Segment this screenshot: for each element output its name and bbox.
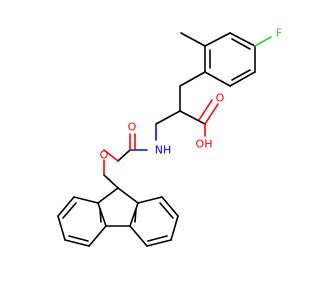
carbamate-group	[103, 133, 148, 189]
fluorine-bond	[254, 36, 272, 47]
fluorophenyl-ring	[204, 32, 256, 87]
molecule-structure-diagram: F O OH NH O O	[57, 27, 282, 247]
carbamate-carbonyl-oxygen-label: O	[128, 121, 137, 134]
hydroxyl-label: OH	[196, 138, 213, 151]
carbamate-ester-oxygen-label: O	[100, 149, 109, 162]
fluorenyl-group	[57, 187, 179, 247]
backbone	[155, 71, 206, 141]
carboxyl-oxygen-label: O	[216, 92, 225, 105]
amine-label: NH	[155, 144, 172, 157]
fluorine-label: F	[276, 27, 282, 40]
methyl-bond	[180, 32, 206, 47]
carboxylic-acid-group	[179, 99, 219, 137]
